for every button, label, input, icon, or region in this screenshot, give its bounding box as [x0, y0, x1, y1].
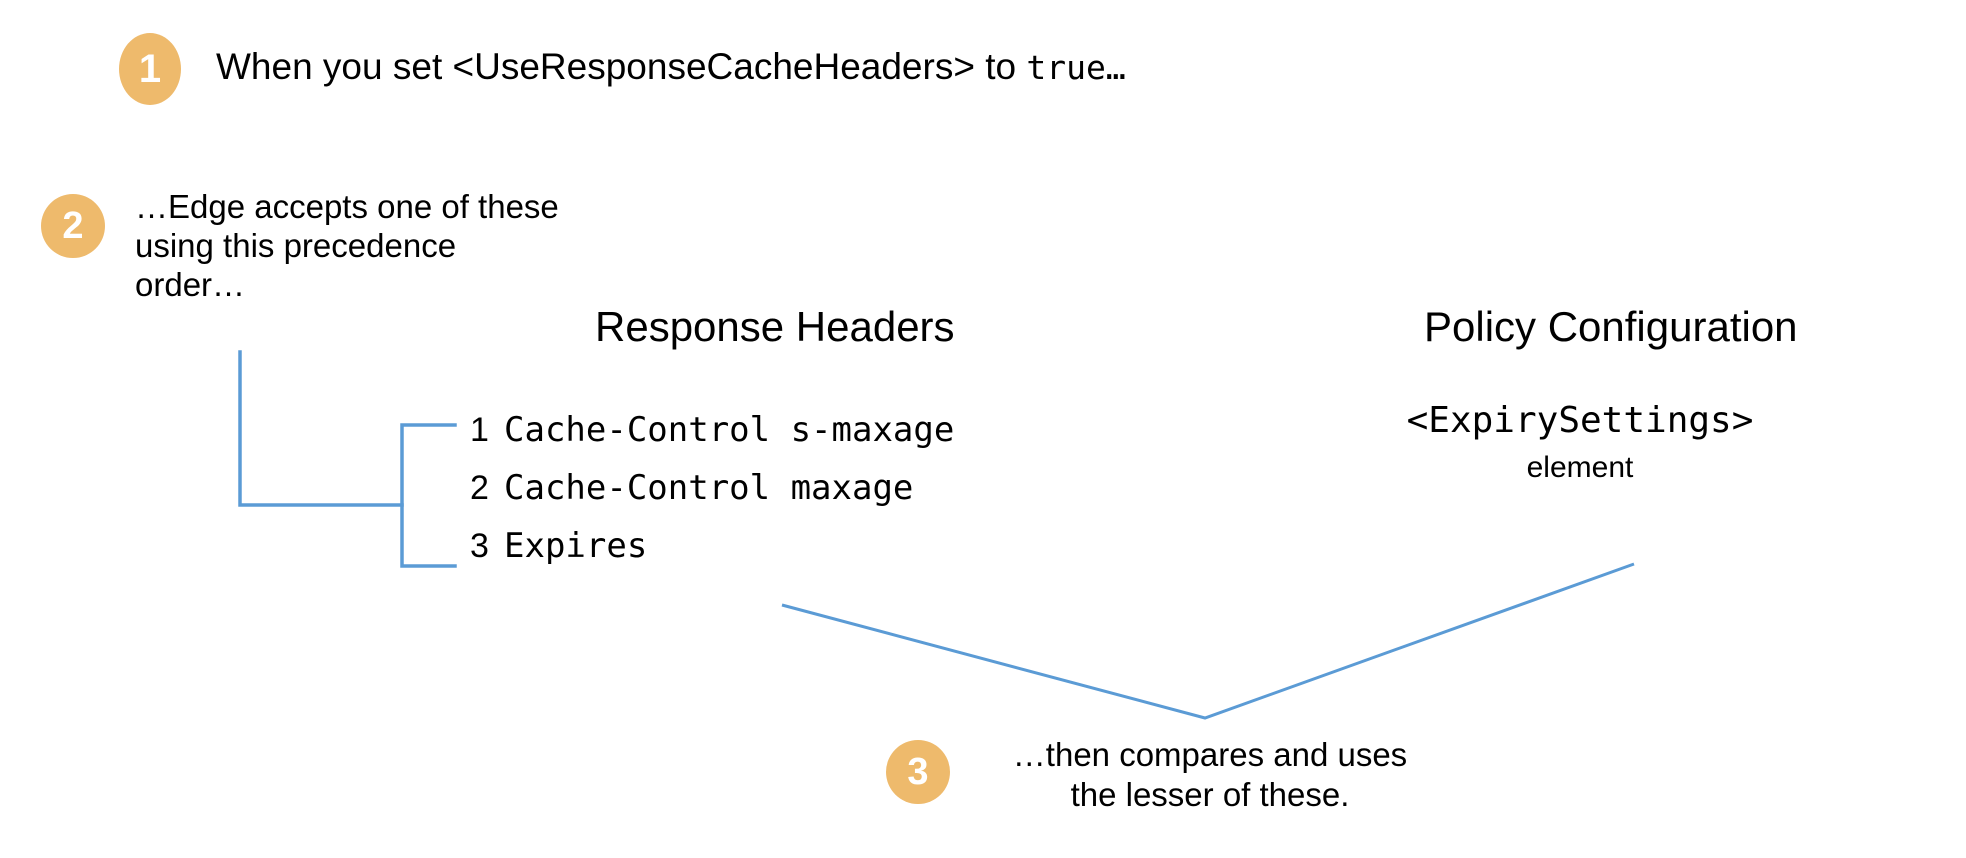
- response-headers-heading: Response Headers: [595, 303, 955, 350]
- step-2-line-3: order…: [135, 265, 246, 303]
- step-1-text-mono: true…: [1026, 48, 1126, 87]
- response-header-row: 3 Expires: [470, 526, 1070, 584]
- response-header-name: Cache-Control s-maxage: [504, 410, 955, 450]
- step-1-text-prefix: When you set <UseResponseCacheHeaders> t…: [216, 46, 1027, 87]
- bracket-response-headers: [400, 423, 457, 568]
- step-2-line-1: …Edge accepts one of these: [135, 188, 559, 225]
- policy-configuration-heading: Policy Configuration: [1424, 303, 1798, 350]
- step-3-line-2: the lesser of these.: [1070, 775, 1350, 813]
- step-1-text: When you set <UseResponseCacheHeaders> t…: [216, 44, 1126, 90]
- policy-element-word: element: [1526, 451, 1634, 484]
- elbow-connector-step2: [238, 350, 404, 507]
- step-2-text: …Edge accepts one of these using this pr…: [135, 188, 635, 305]
- policy-element-name: <ExpirySettings>: [1406, 400, 1754, 441]
- response-header-name: Expires: [504, 526, 648, 566]
- response-header-number: 1: [470, 411, 489, 449]
- step-badge-1: 1: [119, 33, 181, 105]
- response-header-name: Cache-Control maxage: [504, 468, 914, 508]
- converge-v-connector: [781, 562, 1635, 720]
- response-header-row: 2 Cache-Control maxage: [470, 468, 1070, 526]
- response-headers-list: 1 Cache-Control s-maxage 2 Cache-Control…: [470, 410, 1070, 584]
- step-3-text: …then compares and uses the lesser of th…: [975, 735, 1445, 814]
- response-header-number: 2: [470, 469, 489, 507]
- step-2-line-2: using this precedence: [135, 226, 457, 264]
- policy-configuration-block: <ExpirySettings> element: [1370, 400, 1790, 485]
- step-badge-3: 3: [886, 740, 950, 804]
- step-3-line-1: …then compares and uses: [1012, 736, 1408, 773]
- step-badge-2: 2: [41, 194, 105, 258]
- response-header-number: 3: [470, 527, 489, 565]
- response-header-row: 1 Cache-Control s-maxage: [470, 410, 1070, 468]
